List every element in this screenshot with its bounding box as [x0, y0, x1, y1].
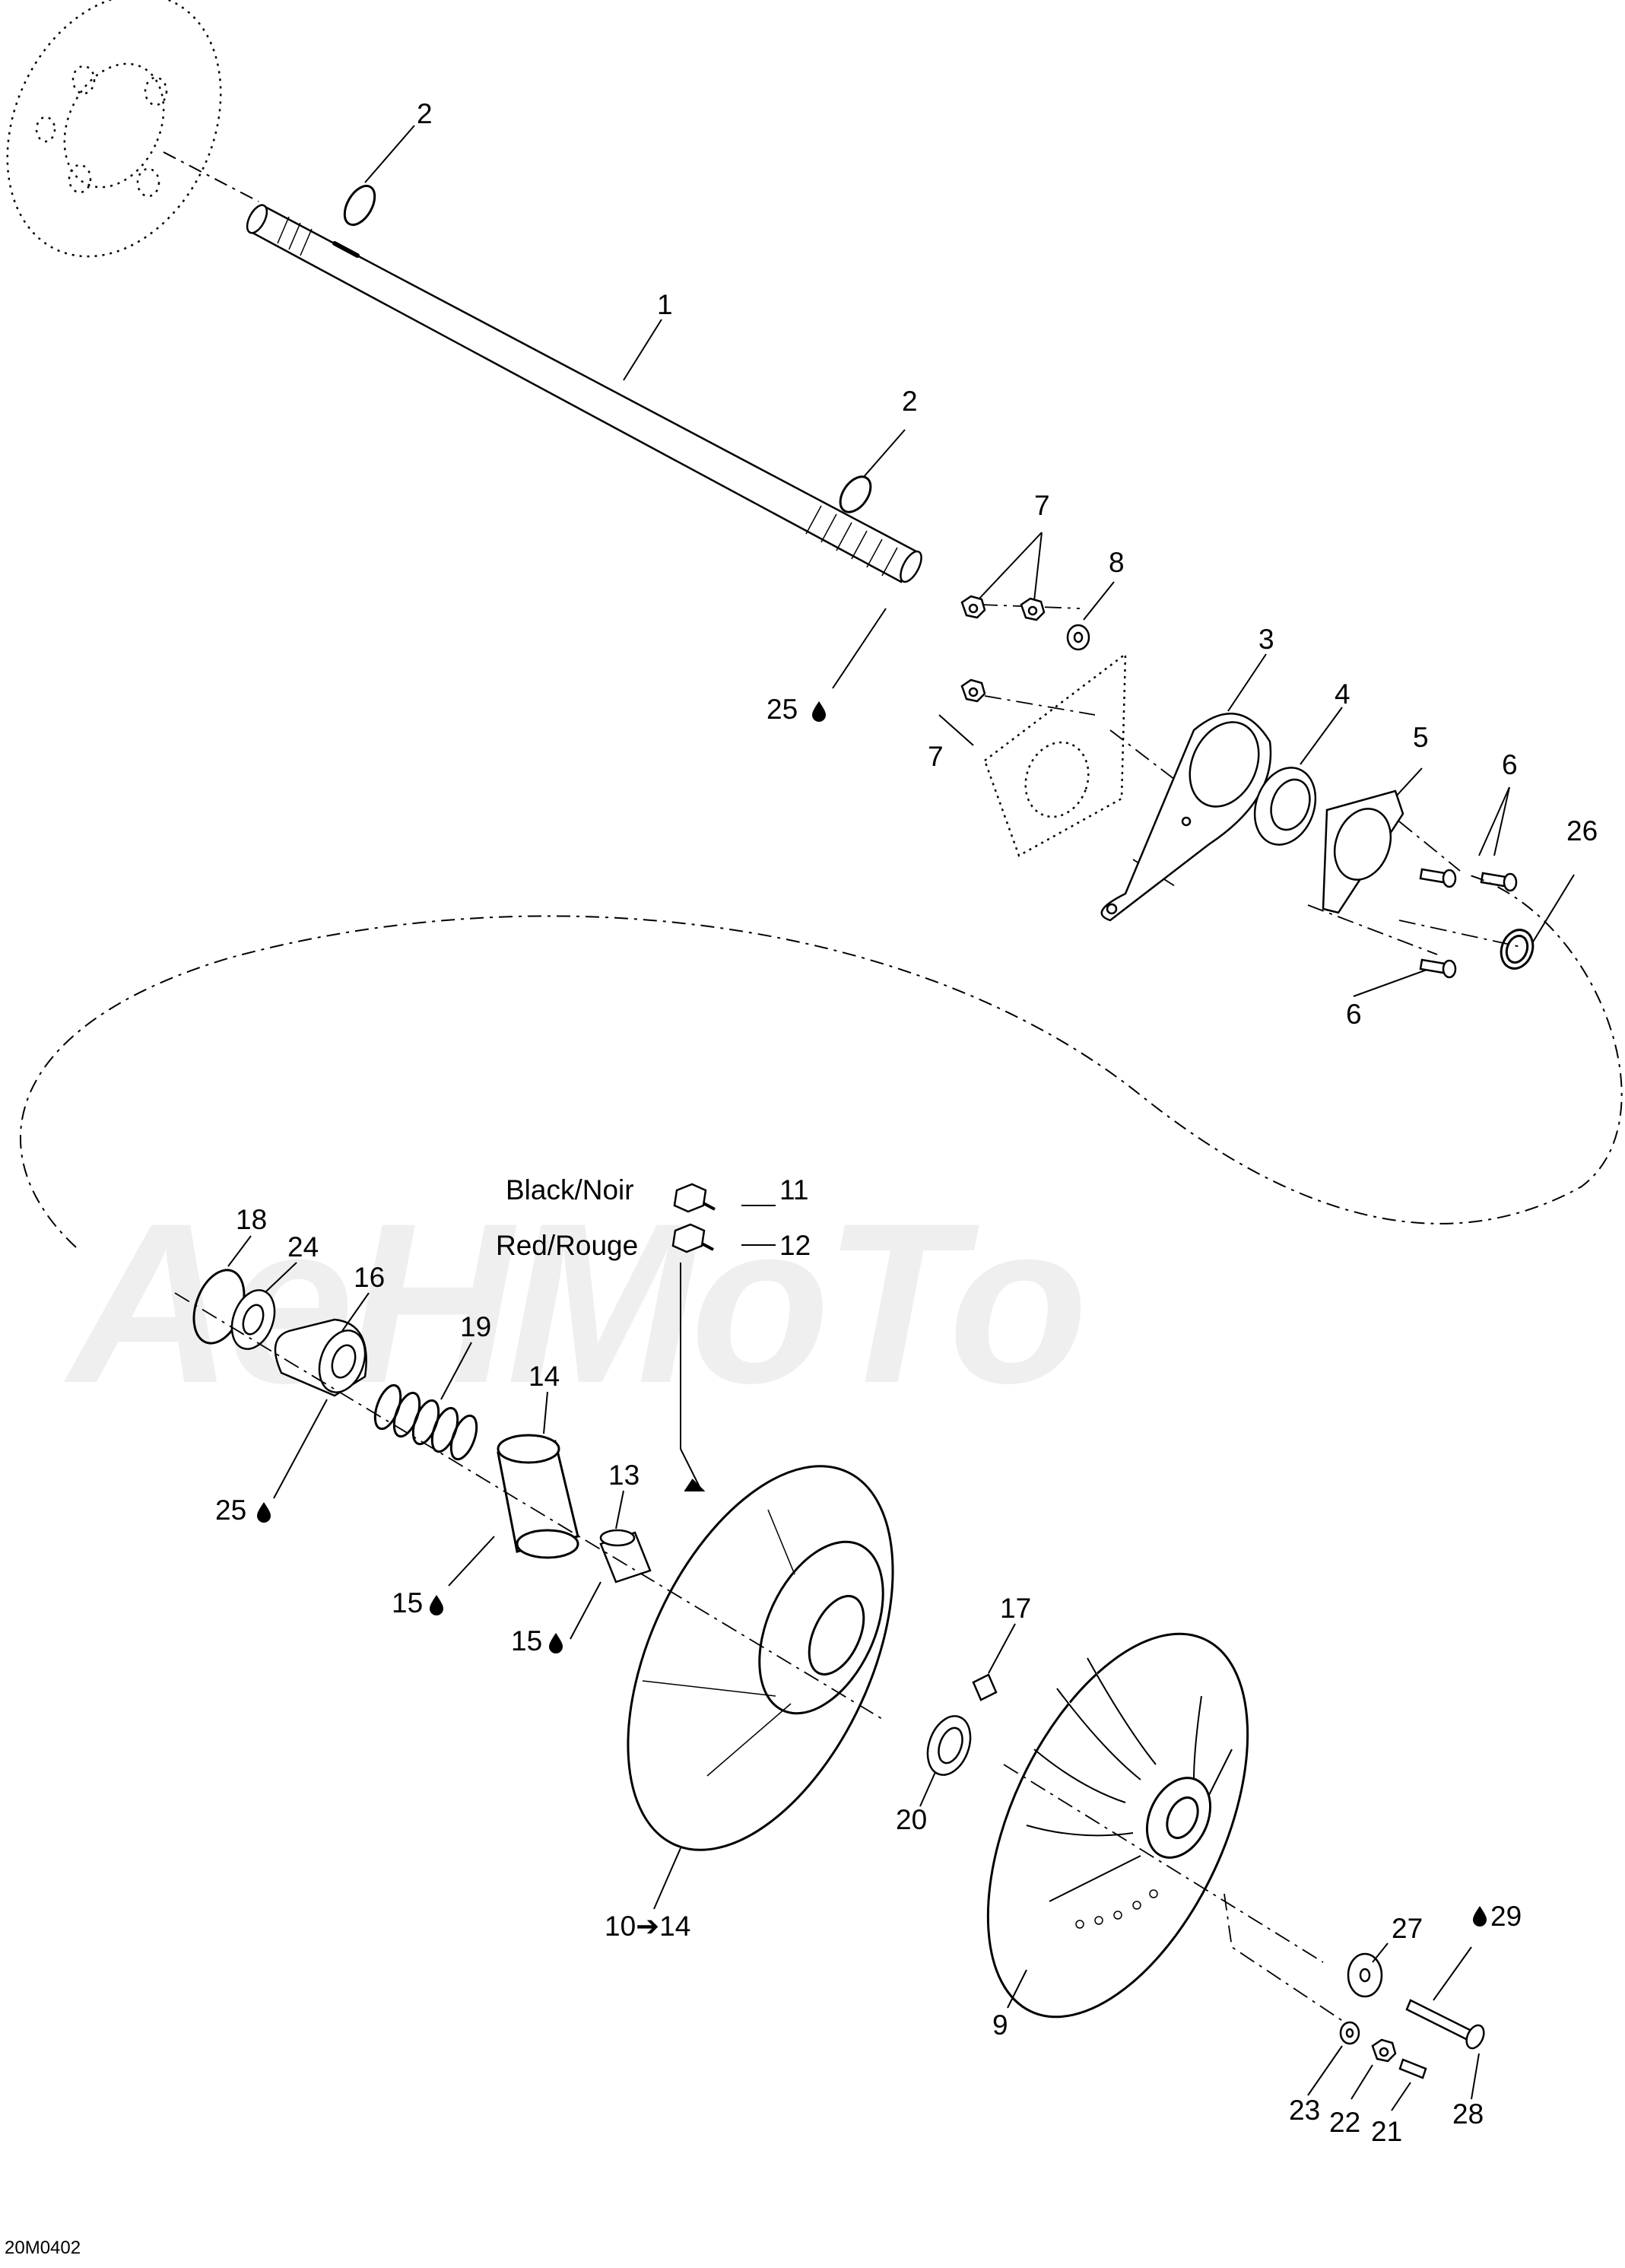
color-cap-icon: [671, 1223, 714, 1253]
lubricant-drop-icon: [430, 1595, 443, 1615]
spring-19: [373, 1383, 478, 1461]
pin-17: [972, 1673, 998, 1701]
bushing-13: [599, 1529, 652, 1583]
lubricant-drop-icon: [549, 1633, 563, 1653]
callout-6a: 6: [1502, 749, 1518, 780]
color-label-red: Red/Rouge: [496, 1230, 638, 1261]
callout-3: 3: [1258, 624, 1274, 655]
callout-25a: 25: [766, 694, 798, 725]
nut-7c: [960, 678, 986, 703]
screw-6b: [1480, 872, 1518, 892]
callout-15b: 15: [511, 1625, 542, 1657]
callout-23: 23: [1289, 2095, 1320, 2126]
circlip-2b: [839, 475, 872, 513]
drive-shaft: [246, 204, 922, 583]
bearing-flange-5: [1322, 789, 1404, 914]
callout-25b: 25: [215, 1495, 246, 1526]
callout-7a: 7: [1034, 490, 1050, 521]
callout-12: 12: [779, 1230, 811, 1261]
callout-11: 11: [779, 1174, 808, 1205]
callout-24: 24: [287, 1231, 319, 1263]
color-cap-icon: [673, 1183, 716, 1213]
callout-10-14: 10➔14: [605, 1911, 690, 1942]
slider-cover-14: [497, 1434, 579, 1559]
leader-lines-upper: [364, 125, 1575, 997]
stud-21: [1398, 2058, 1427, 2079]
brake-disc: [6, 0, 222, 258]
axis-lines-lower: [174, 1292, 1347, 2024]
watermark: AeHMoTo: [68, 1175, 1088, 1431]
washer-24: [230, 1289, 276, 1350]
callout-2a: 2: [417, 98, 433, 129]
callout-5: 5: [1413, 722, 1429, 753]
callout-1: 1: [657, 289, 673, 320]
callout-27: 27: [1392, 1913, 1423, 1944]
callout-13: 13: [608, 1460, 640, 1491]
sliding-sheave-10: [627, 1465, 894, 1851]
callout-8: 8: [1109, 547, 1125, 578]
diagram-code: 20M0402: [5, 2238, 81, 2258]
callout-7b: 7: [928, 741, 944, 772]
callout-14: 14: [528, 1361, 560, 1392]
leader-lines-lower: [227, 1205, 1480, 2111]
nut-7b: [1020, 597, 1046, 621]
callout-2b: 2: [902, 386, 918, 417]
lubricant-drop-icon: [257, 1502, 271, 1523]
washer-20: [926, 1715, 972, 1776]
circlip-2a: [343, 184, 376, 227]
callout-19: 19: [460, 1311, 491, 1342]
lubricant-drop-icon: [1473, 1906, 1487, 1927]
cam-16: [274, 1318, 367, 1397]
callout-4: 4: [1335, 678, 1350, 710]
screw-6a: [1419, 868, 1457, 888]
bearing-bracket-dotted: [983, 652, 1127, 857]
callout-20: 20: [896, 1804, 927, 1835]
callout-22: 22: [1329, 2107, 1360, 2138]
nut-22: [1371, 2038, 1397, 2063]
o-ring-26: [1500, 929, 1535, 970]
fixed-sheave-9: [986, 1632, 1249, 2019]
bolt-28: [1405, 1999, 1485, 2050]
callout-21: 21: [1371, 2116, 1402, 2147]
screw-6c: [1419, 958, 1457, 979]
callout-16: 16: [354, 1262, 385, 1293]
bearing-plate-3: [1100, 713, 1272, 922]
color-label-black: Black/Noir: [506, 1174, 634, 1205]
callout-6b: 6: [1346, 999, 1362, 1030]
washer-8: [1066, 624, 1090, 651]
callout-28: 28: [1452, 2098, 1484, 2130]
washer-27: [1347, 1952, 1383, 1998]
callout-17: 17: [1000, 1593, 1031, 1624]
lubricant-drop-icon: [812, 701, 826, 722]
nut-7a: [960, 595, 986, 619]
washer-23: [1339, 2021, 1360, 2045]
phantom-loop: [20, 874, 1623, 1248]
callout-26: 26: [1566, 815, 1598, 847]
callout-9: 9: [992, 2009, 1008, 2041]
callout-29: 29: [1490, 1901, 1522, 1932]
bearing-4: [1253, 767, 1317, 846]
callout-15a: 15: [392, 1587, 423, 1618]
callout-18: 18: [236, 1204, 267, 1235]
